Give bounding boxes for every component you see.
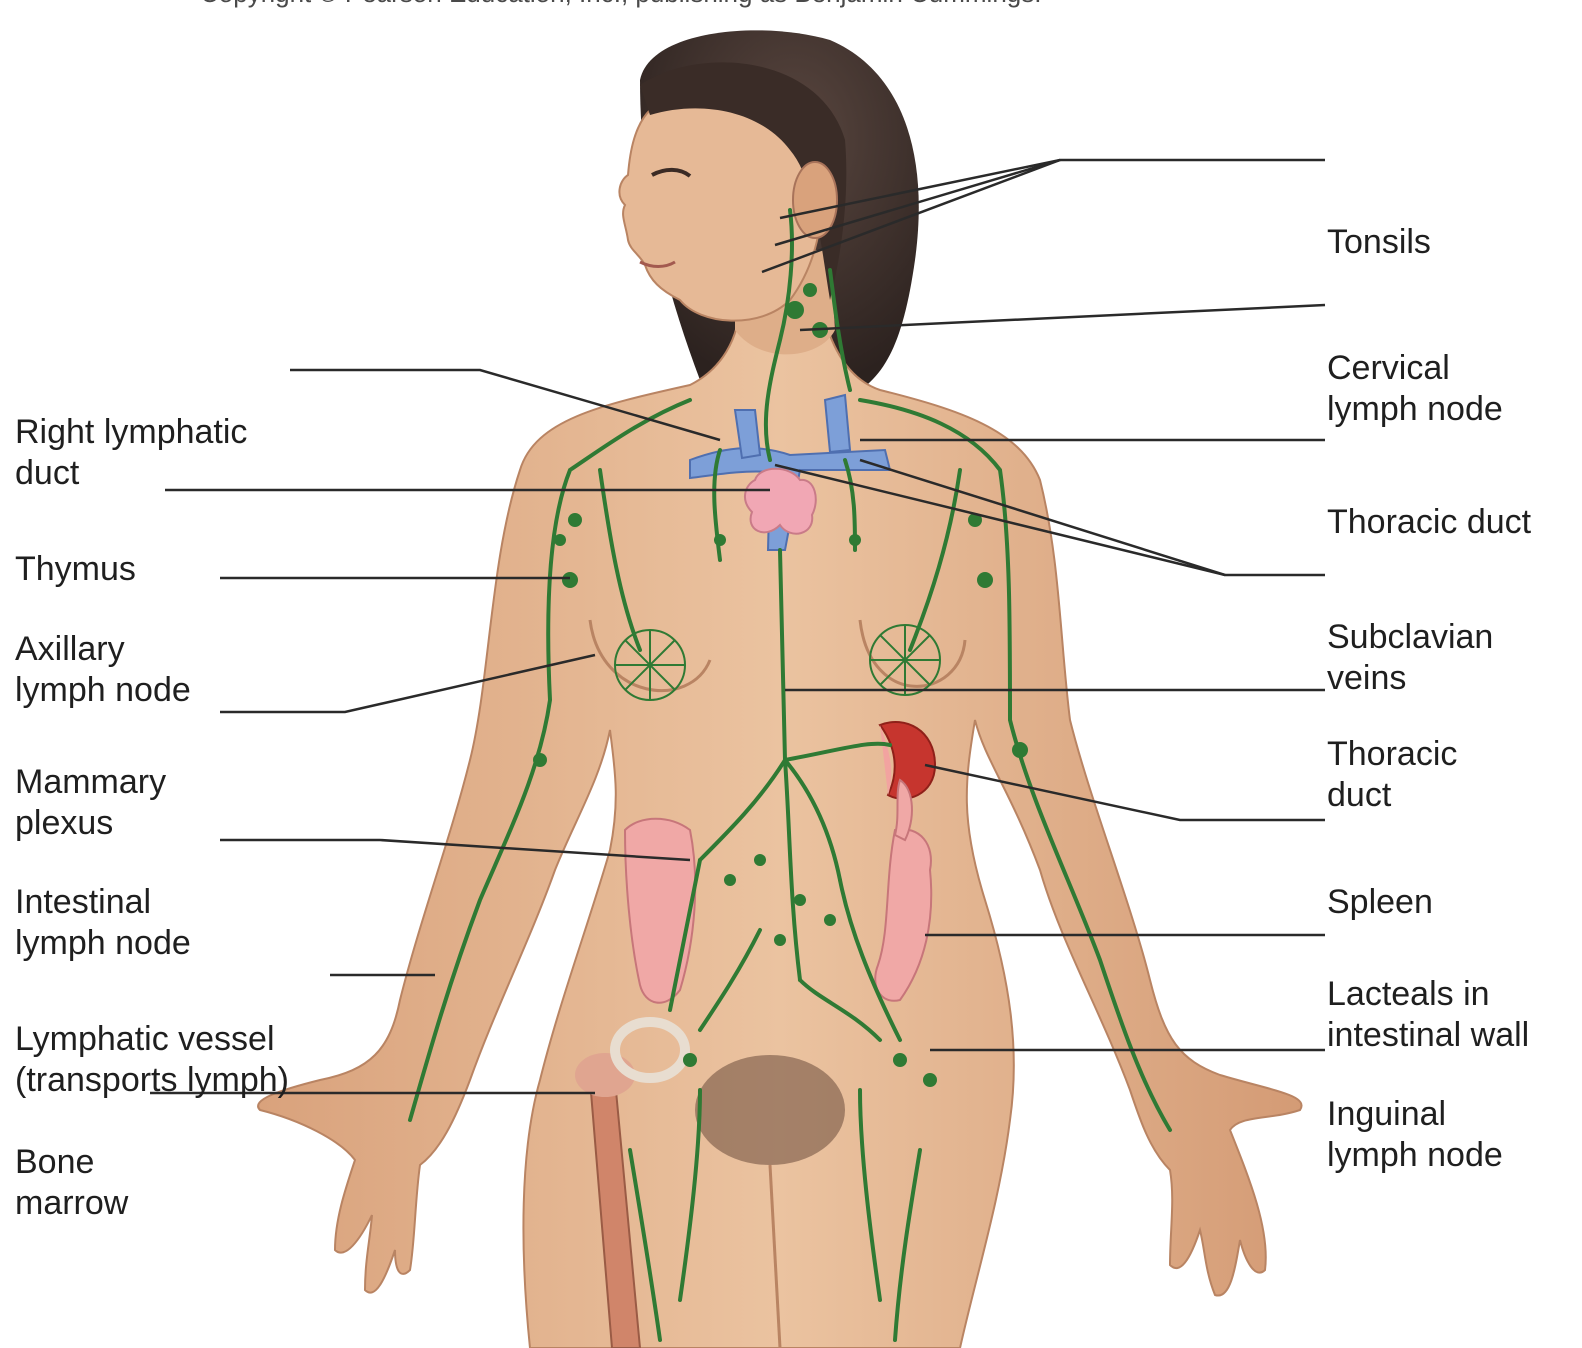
ear: [793, 162, 837, 238]
pubic-hair: [695, 1055, 845, 1165]
